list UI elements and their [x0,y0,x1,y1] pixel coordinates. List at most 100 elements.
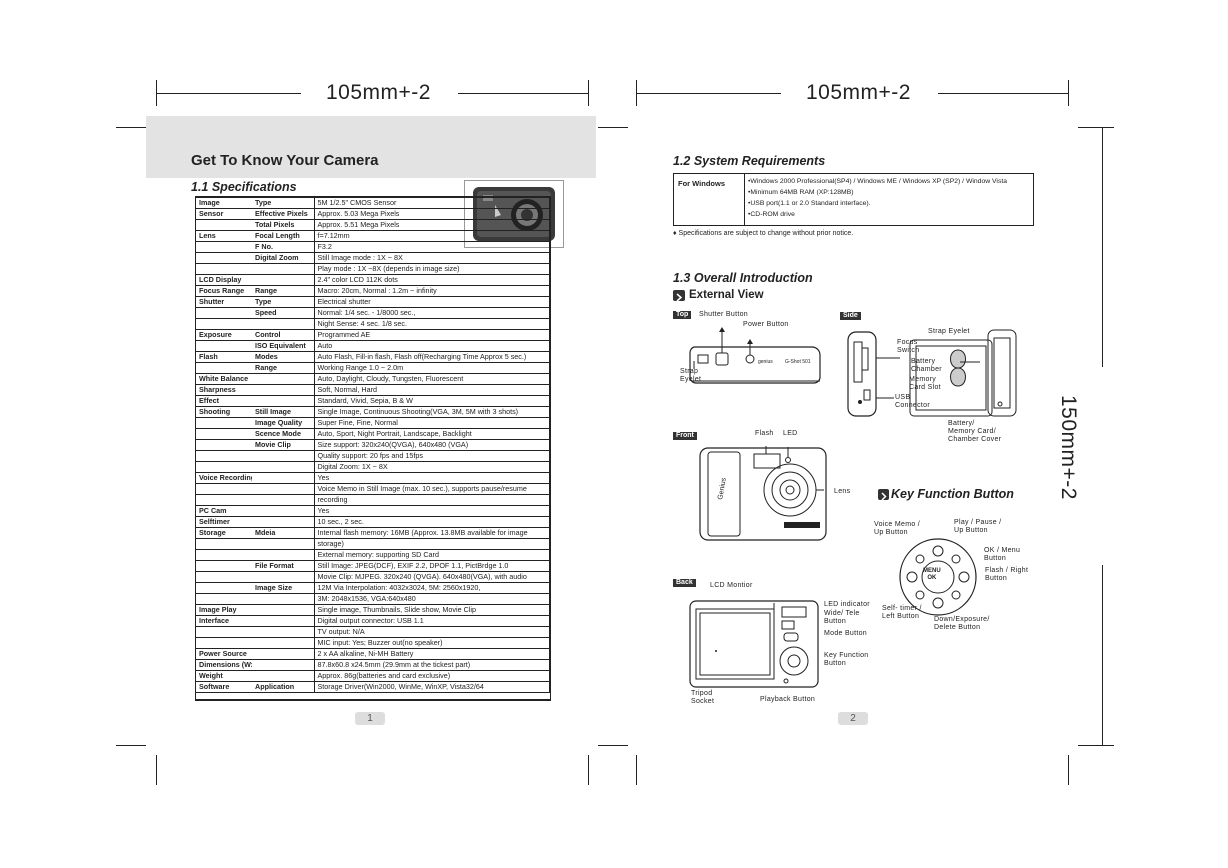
table-row: Quality support: 20 fps and 15fps [196,450,550,462]
table-cell-c3: Storage Driver(Win2000, WinMe, WinXP, Vi… [313,681,550,693]
table-cell-c1 [196,340,252,352]
svg-text:genius: genius [758,359,773,365]
section-title-overall: 1.3 Overall Introduction [673,271,813,285]
table-cell-c2: Type [252,296,314,308]
table-cell-c1: Shooting [196,406,252,418]
table-cell-c1 [196,549,252,561]
label-self-timer: Self- timer / Left Button [882,605,922,620]
table-cell-c2 [252,604,314,616]
table-cell-c3: Voice Memo in Still Image (max. 10 sec.)… [313,483,550,495]
label-battery-cover: Battery/ Memory Card/ Chamber Cover [948,420,1002,443]
tag-top: Top [673,311,692,319]
crop-mark [1068,80,1069,106]
note-text: Specifications are subject to change wit… [678,230,854,237]
table-cell-c3: 12M Via Interpolation: 4032x3024, 5M: 25… [313,582,550,594]
table-cell-c1 [196,593,252,605]
table-cell-c2 [252,593,314,605]
table-cell-c1 [196,450,252,462]
label-tripod-socket: Tripod Socket [691,690,715,705]
table-cell-c2 [252,549,314,561]
table-cell-c1: Flash [196,351,252,363]
table-cell-c1: Selftimer [196,516,252,528]
table-row: Digital Zoom: 1X ~ 8X [196,461,550,473]
label-flash: Flash [755,430,774,437]
table-cell-c2: Modes [252,351,314,363]
table-row: MIC input: Yes; Buzzer out(no speaker) [196,637,550,649]
label-shutter-button: Shutter Button [699,311,748,318]
table-row: External memory: supporting SD Card [196,549,550,561]
dimension-line [636,93,781,94]
header-band [146,116,596,178]
dimension-line [458,93,588,94]
chevron-right-icon [673,290,685,302]
table-cell-c1 [196,307,252,319]
table-cell-c1 [196,571,252,583]
label-lens: Lens [834,488,851,495]
table-cell-c1: Storage [196,527,252,539]
table-cell-c2: ISO Equivalent [252,340,314,352]
dimension-line [156,93,301,94]
table-cell-c1: Interface [196,615,252,627]
table-cell-c1 [196,582,252,594]
system-requirements-box: For Windows Windows 2000 Professional(SP… [673,173,1034,226]
crop-mark [1088,127,1114,128]
table-cell-c1 [196,241,252,253]
table-cell-c2 [252,670,314,682]
label-playback-button: Playback Button [760,696,816,703]
table-cell-c3: Digital Zoom: 1X ~ 8X [313,461,550,473]
table-cell-c3: Night Sense: 4 sec. 1/8 sec. [313,318,550,330]
table-cell-c2: Speed [252,307,314,319]
table-cell-c3: Movie Clip: MJPEG. 320x240 (QVGA). 640x4… [313,571,550,583]
table-cell-c3: Auto Flash, Fill-in flash, Flash off(Rec… [313,351,550,363]
table-cell-c2: Range [252,362,314,374]
label-led: LED [783,430,798,437]
table-cell-c3: Working Range 1.0 ~ 2.0m [313,362,550,374]
table-cell-c3: Programmed AE [313,329,550,341]
table-cell-c3: Yes [313,472,550,484]
table-cell-c2 [252,571,314,583]
table-cell-c3: Normal: 1/4 sec. - 1/8000 sec., [313,307,550,319]
label-power-button: Power Button [743,321,789,328]
table-cell-c1 [196,560,252,572]
label-memory-card-slot: Memory Card Slot [909,376,941,391]
table-cell-c3: Approx. 5.03 Mega Pixels [313,208,550,220]
table-cell-c3: External memory: supporting SD Card [313,549,550,561]
label-led-indicator: LED indicator [824,601,870,608]
table-cell-c2 [252,494,314,506]
menu-ok-label: MENU OK [923,568,941,581]
table-row: Dimensions (WxHxD)87.8x60.8 x24.5mm (29.… [196,659,550,671]
crop-mark [116,127,146,128]
table-row: 3M: 2048x1536, VGA:640x480 [196,593,550,605]
table-cell-c1: Image [196,197,252,209]
table-cell-c1: Shutter [196,296,252,308]
table-cell-c3: 2.4" color LCD 112K dots [313,274,550,286]
table-cell-c2 [252,263,314,275]
table-cell-c2: Still Image [252,406,314,418]
table-cell-c1 [196,494,252,506]
list-item: Windows 2000 Professional(SP4) / Windows… [748,176,1007,187]
tag-front: Front [673,432,697,440]
side-view-diagram [847,329,1017,417]
label-lcd-monitor: LCD Montior [710,582,753,589]
page-number: 2 [838,712,868,725]
table-cell-c2 [252,450,314,462]
table-cell-c3: TV output: N/A [313,626,550,638]
table-cell-c3: storage) [313,538,550,550]
table-cell-c3: Auto, Sport, Night Portrait, Landscape, … [313,428,550,440]
table-cell-c3: Size support: 320x240(QVGA), 640x480 (VG… [313,439,550,451]
table-row: recording [196,494,550,506]
chevron-right-icon [878,489,889,501]
table-cell-c2: Total Pixels [252,219,314,231]
table-cell-c2 [252,516,314,528]
